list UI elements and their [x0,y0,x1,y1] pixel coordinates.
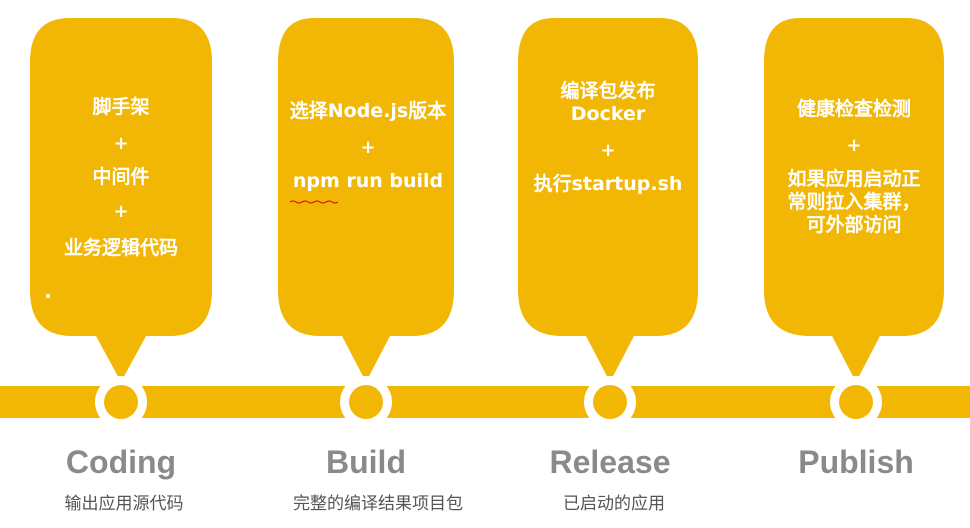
bubble-plus: + [113,201,129,223]
bubble-plus: + [846,134,862,156]
bubble-line: 脚手架 [92,96,150,118]
bubble-plus: + [360,136,376,158]
stage-title-build: Build [326,444,406,480]
bubble-text-build: 选择Node.js版本 + npm run build [272,100,464,193]
timeline-bar [0,386,970,418]
bubble-text-release: 编译包发布 Docker + 执行startup.sh [518,80,698,196]
callout-bubble-coding [30,18,212,382]
bubble-line: 编译包发布 [560,80,656,102]
timeline-node-release [584,376,636,428]
callout-bubble-publish [764,18,944,382]
bubble-line: Docker [570,102,646,125]
stray-dot [46,294,50,298]
bubble-line: 执行startup.sh [533,173,683,196]
stage-title-release: Release [549,444,671,480]
callout-bubble-release [518,18,698,382]
bubble-text-publish: 健康检查检测 + 如果应用启动正 常则拉入集群， 可外部访问 [764,98,944,237]
callout-bubbles [30,18,944,382]
timeline-node-publish [830,376,882,428]
timeline-node-dot [593,385,627,419]
bubble-line: 业务逻辑代码 [63,236,178,259]
timeline-node-coding [95,376,147,428]
stage-desc-release: 已启动的应用 [563,494,665,514]
bubble-plus: + [113,132,129,154]
timeline-node-build [340,376,392,428]
callout-bubble-build [278,18,454,382]
bubble-text-coding: 脚手架 + 中间件 + 业务逻辑代码 [30,96,212,260]
timeline-node-dot [104,385,138,419]
bubble-line: 中间件 [92,166,150,189]
bubble-line: 可外部访问 [806,213,902,236]
stage-desc-coding: 输出应用源代码 [64,494,184,514]
timeline-node-dot [349,385,383,419]
timeline-node-dot [839,385,873,419]
bubble-line: 如果应用启动正 [787,168,921,191]
bubble-line: 健康检查检测 [796,98,911,120]
bubble-line: 常则拉入集群， [787,191,921,214]
bubble-line: 选择Node.js版本 [289,100,447,122]
stage-desc-build: 完整的编译结果项目包 [293,494,463,514]
bubble-plus: + [600,139,616,161]
bubble-line: npm run build [292,170,444,193]
stage-title-publish: Publish [798,444,914,480]
stage-title-coding: Coding [65,444,177,480]
spellcheck-underline [290,200,338,204]
